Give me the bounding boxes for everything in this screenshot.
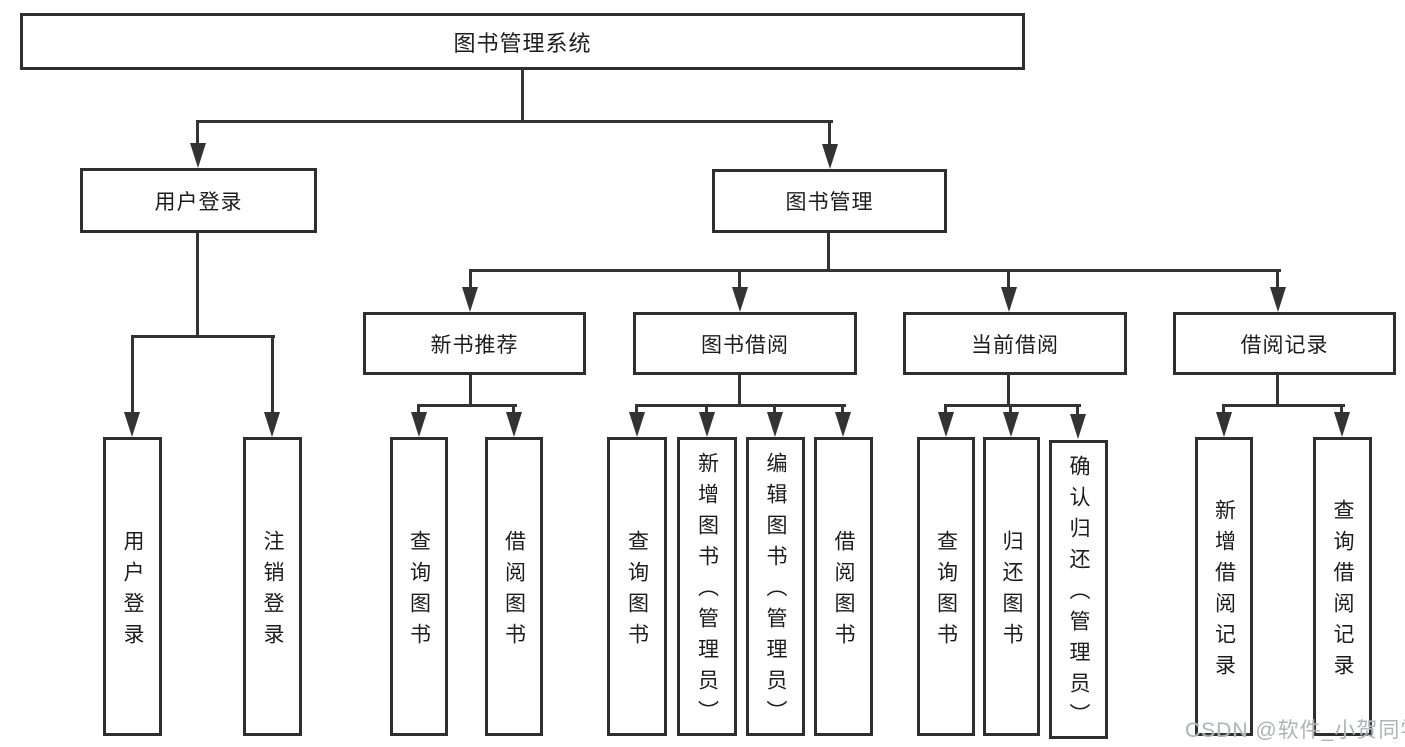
- connector-hline: [944, 404, 1081, 407]
- node-label: 借阅记录: [1240, 333, 1329, 357]
- connector-vline: [469, 269, 472, 289]
- node-user-login: 用户登录: [80, 168, 317, 233]
- connector-vline: [1076, 404, 1079, 416]
- connector-vline: [1009, 404, 1012, 414]
- node-label: 借阅图书: [832, 529, 855, 654]
- arrow-down-icon: [1270, 287, 1286, 312]
- connector-vline: [512, 404, 515, 414]
- node-label: 查询图书: [625, 529, 649, 654]
- node-label: 查询借阅记录: [1331, 498, 1354, 685]
- connector-vline: [1276, 374, 1279, 405]
- leaf-borrow-books: 借阅图书: [814, 437, 873, 736]
- arrow-down-icon: [629, 412, 645, 437]
- leaf-query-books-borrow: 查询图书: [607, 437, 667, 736]
- leaf-query-borrow-record: 查询借阅记录: [1313, 437, 1372, 736]
- node-book-management: 图书管理: [712, 169, 947, 233]
- leaf-confirm-return-admin: 确认归还（管理员）: [1049, 440, 1108, 739]
- connector-vline: [841, 404, 844, 414]
- node-label: 图书借阅: [701, 333, 789, 357]
- connector-vline: [1222, 404, 1225, 414]
- leaf-logout: 注销登录: [243, 437, 302, 736]
- connector-vline: [773, 404, 776, 414]
- connector-vline: [196, 120, 199, 146]
- connector-vline: [521, 69, 524, 121]
- node-label: 确认归还（管理员）: [1067, 455, 1090, 734]
- leaf-borrow-books-recommend: 借阅图书: [485, 437, 543, 736]
- connector-hline: [1222, 404, 1345, 407]
- node-label: 新增借阅记录: [1212, 498, 1236, 685]
- connector-vline: [827, 233, 830, 270]
- node-label: 归还图书: [1000, 529, 1023, 654]
- leaf-user-login: 用户登录: [103, 437, 162, 736]
- node-label: 借阅图书: [502, 529, 526, 654]
- connector-vline: [944, 404, 947, 414]
- arrow-down-icon: [1334, 412, 1350, 437]
- node-borrowing-records: 借阅记录: [1173, 312, 1396, 375]
- arrow-down-icon: [190, 143, 206, 168]
- connector-hline: [131, 335, 275, 338]
- leaf-edit-book-admin: 编辑图书（管理员）: [746, 437, 805, 736]
- leaf-add-book-admin: 新增图书（管理员）: [677, 437, 737, 736]
- connector-hline: [470, 269, 1281, 272]
- connector-vline: [1007, 269, 1010, 289]
- arrow-down-icon: [732, 287, 748, 312]
- node-label: 图书管理: [785, 191, 874, 214]
- connector-vline: [738, 269, 741, 289]
- node-label: 当前借阅: [971, 333, 1059, 357]
- connector-vline: [1007, 374, 1010, 405]
- node-label: 用户登录: [154, 190, 243, 214]
- node-label: 编辑图书（管理员）: [764, 452, 787, 731]
- node-label: 用户登录: [121, 529, 144, 654]
- arrow-down-icon: [767, 412, 783, 437]
- connector-vline: [417, 404, 420, 414]
- node-label: 新书推荐: [430, 333, 519, 357]
- connector-vline: [1340, 404, 1343, 414]
- connector-vline: [196, 233, 199, 336]
- connector-hline: [196, 120, 833, 123]
- arrow-down-icon: [938, 412, 954, 437]
- connector-vline: [1276, 269, 1279, 289]
- arrow-down-icon: [462, 287, 478, 312]
- arrow-down-icon: [699, 412, 715, 437]
- arrow-down-icon: [411, 412, 427, 437]
- connector-hline: [635, 404, 846, 407]
- leaf-query-books-current: 查询图书: [917, 437, 975, 736]
- leaf-return-books: 归还图书: [983, 437, 1040, 736]
- watermark: CSDN @软件_小贺同学: [1185, 719, 1405, 742]
- node-current-borrowing: 当前借阅: [903, 312, 1127, 375]
- arrow-down-icon: [835, 412, 851, 437]
- arrow-down-icon: [822, 144, 838, 169]
- leaf-query-books-recommend: 查询图书: [390, 437, 448, 736]
- node-label: 图书管理系统: [453, 30, 592, 56]
- node-library-management-system: 图书管理系统: [20, 13, 1025, 70]
- connector-vline: [828, 120, 831, 146]
- connector-vline: [738, 374, 741, 405]
- node-label: 查询图书: [407, 529, 431, 654]
- node-book-borrowing: 图书借阅: [633, 312, 857, 375]
- connector-vline: [635, 404, 638, 414]
- connector-vline: [271, 335, 274, 414]
- node-new-book-recommendation: 新书推荐: [363, 312, 586, 375]
- arrow-down-icon: [1001, 287, 1017, 312]
- node-label: 新增图书（管理员）: [695, 452, 719, 731]
- arrow-down-icon: [506, 412, 522, 437]
- connector-vline: [469, 374, 472, 405]
- node-label: 注销登录: [261, 529, 284, 654]
- arrow-down-icon: [1216, 412, 1232, 437]
- arrow-down-icon: [124, 412, 140, 437]
- connector-hline: [417, 404, 517, 407]
- arrow-down-icon: [1070, 414, 1086, 439]
- arrow-down-icon: [264, 412, 280, 437]
- connector-vline: [131, 335, 134, 414]
- node-label: 查询图书: [934, 529, 958, 654]
- connector-vline: [705, 404, 708, 414]
- leaf-add-borrow-record: 新增借阅记录: [1195, 437, 1253, 736]
- arrow-down-icon: [1003, 412, 1019, 437]
